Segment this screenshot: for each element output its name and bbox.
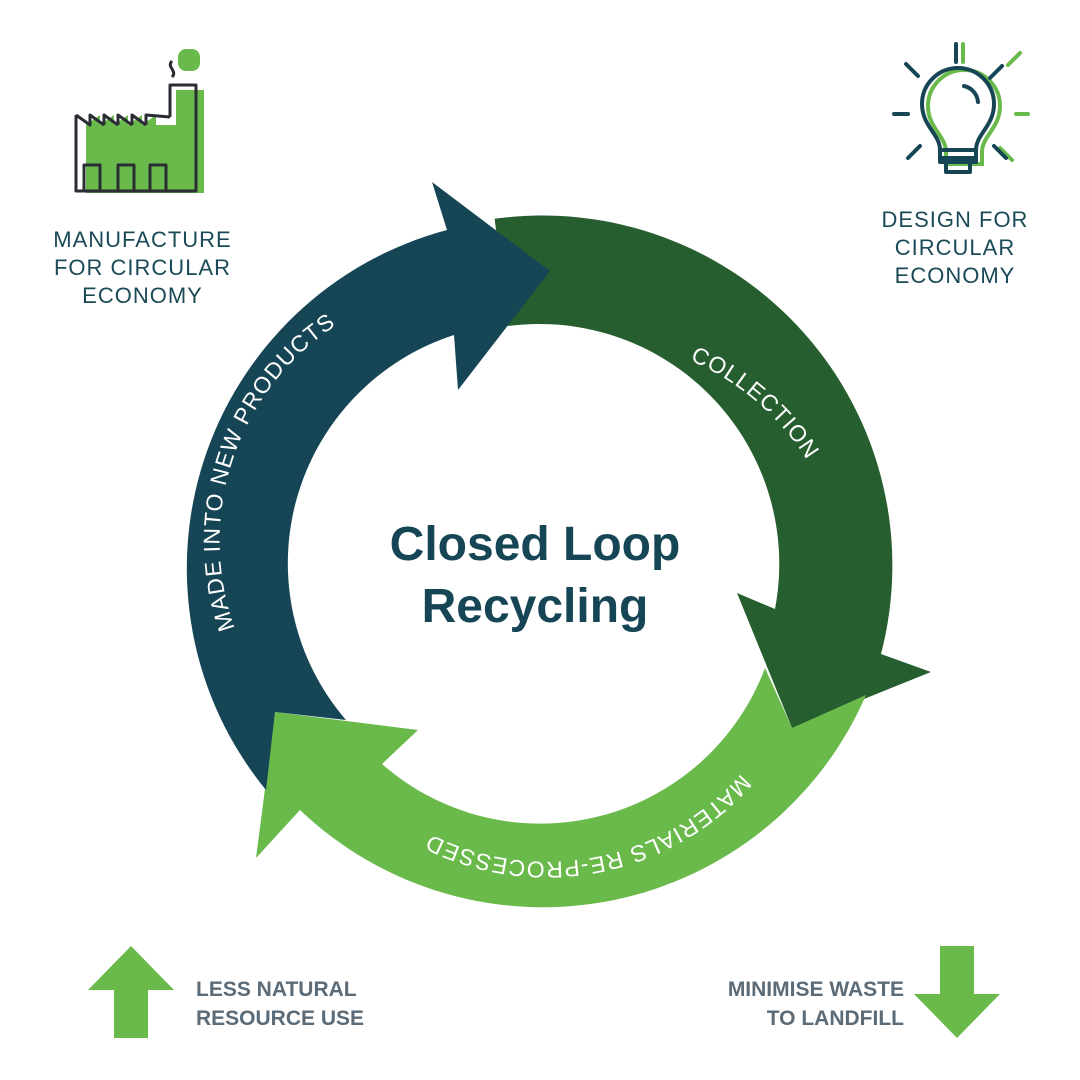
label-minimise-waste-line1: MINIMISE WASTE: [727, 978, 904, 1001]
caption-manufacture-line3: ECONOMY: [82, 283, 203, 308]
label-minimise-waste-line2: TO LANDFILL: [766, 1007, 904, 1030]
label-less-resource-line1: LESS NATURAL: [196, 978, 357, 1001]
segment-materials-reprocessed: [256, 668, 866, 908]
caption-design-line2: CIRCULAR: [894, 235, 1016, 260]
arrow-down-icon: [914, 946, 1000, 1038]
caption-manufacture-line1: MANUFACTURE: [53, 227, 232, 252]
lightbulb-icon: [892, 42, 1030, 174]
factory-icon: [74, 49, 204, 193]
caption-design-line3: ECONOMY: [894, 263, 1016, 288]
label-less-resource-line2: RESOURCE USE: [196, 1007, 365, 1030]
caption-design: DESIGN FOR CIRCULAR ECONOMY: [835, 206, 1075, 290]
center-title-line2: Recycling: [422, 580, 649, 633]
caption-manufacture: MANUFACTURE FOR CIRCULAR ECONOMY: [20, 226, 265, 310]
caption-manufacture-line2: FOR CIRCULAR: [53, 255, 231, 280]
caption-design-line1: DESIGN FOR: [881, 207, 1029, 232]
segment-new-products: [186, 182, 550, 790]
center-title-line1: Closed Loop: [390, 518, 681, 571]
segment-collection: [494, 215, 931, 728]
label-less-resource-use: LESS NATURAL RESOURCE USE: [196, 975, 364, 1033]
arrow-up-icon: [88, 946, 174, 1038]
label-minimise-waste: MINIMISE WASTE TO LANDFILL: [728, 975, 904, 1033]
